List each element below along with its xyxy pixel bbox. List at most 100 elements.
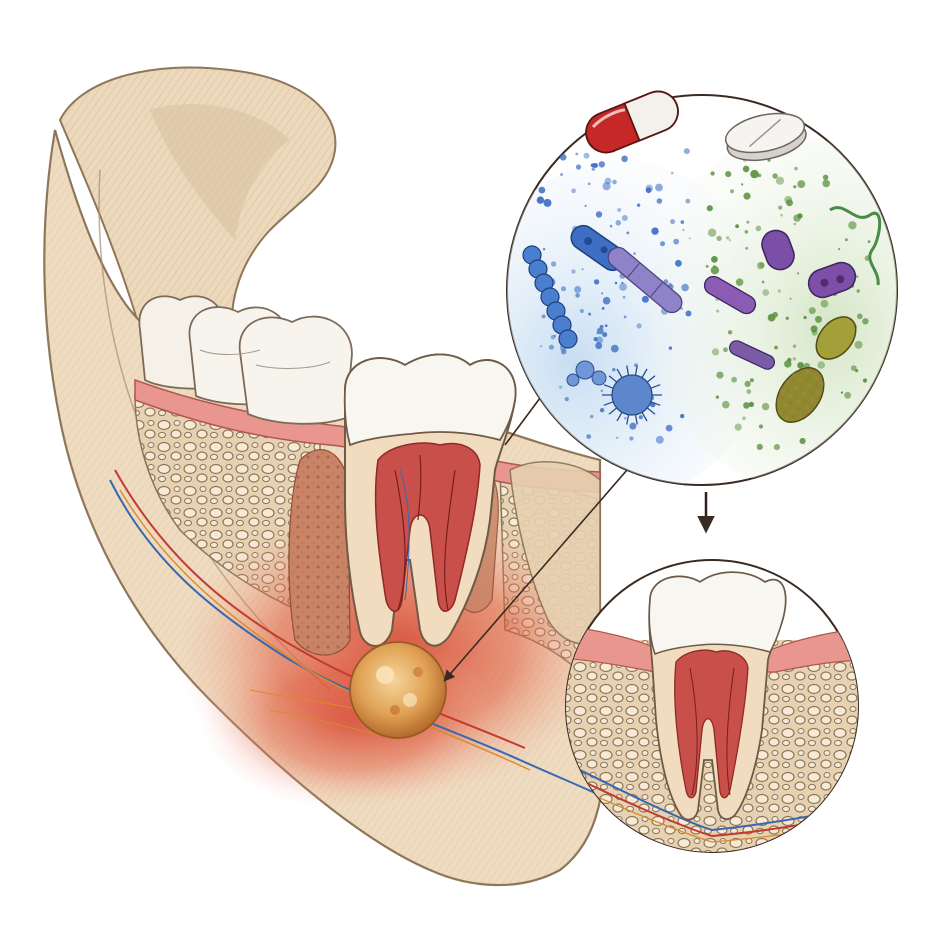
particle <box>543 198 552 207</box>
particle <box>683 148 690 155</box>
spike <box>650 384 661 389</box>
particle <box>656 198 663 204</box>
particle <box>536 196 545 204</box>
particle <box>726 236 730 240</box>
particle <box>622 295 626 299</box>
capsule-icon <box>585 90 679 154</box>
particle <box>856 289 860 293</box>
particle <box>588 312 592 316</box>
particle <box>735 224 739 229</box>
particle <box>822 179 830 188</box>
callout-arrow-abscess <box>443 454 641 682</box>
particle <box>589 414 594 419</box>
particle <box>614 281 618 285</box>
spike <box>646 375 656 383</box>
spike <box>616 368 623 379</box>
spike <box>626 414 630 425</box>
particle <box>808 307 816 315</box>
spike <box>634 365 638 376</box>
particle <box>773 444 781 451</box>
particle <box>623 315 627 319</box>
particle <box>854 340 863 349</box>
particle <box>862 318 869 325</box>
particle <box>774 345 778 350</box>
particle <box>750 169 759 179</box>
particle <box>772 173 778 179</box>
particle <box>602 296 611 305</box>
particle <box>584 204 587 207</box>
spike <box>608 375 618 383</box>
particle <box>602 182 611 191</box>
particle <box>755 225 762 232</box>
particle <box>615 220 622 226</box>
bacteria-icon <box>703 206 882 423</box>
particle <box>749 378 754 383</box>
particle <box>688 237 691 240</box>
particle <box>761 402 770 411</box>
bacteria-chain-blue <box>522 245 578 349</box>
particle <box>564 397 569 402</box>
particle <box>711 348 720 356</box>
particle <box>793 214 801 222</box>
particle <box>792 344 797 348</box>
particle <box>641 295 649 303</box>
particle <box>591 167 595 171</box>
particle <box>548 344 555 350</box>
particle <box>673 238 680 245</box>
particle <box>744 230 749 234</box>
particle <box>716 309 720 313</box>
particle <box>538 186 546 194</box>
particle <box>596 331 599 335</box>
particle <box>599 408 605 413</box>
particle <box>682 229 685 231</box>
particle <box>850 365 857 371</box>
particle <box>540 345 543 348</box>
spike <box>626 365 630 376</box>
particle <box>561 286 566 292</box>
spike <box>634 414 638 425</box>
particle <box>716 235 722 242</box>
particle <box>743 192 751 200</box>
particle <box>574 286 582 293</box>
particle <box>621 215 628 221</box>
particle <box>587 182 591 186</box>
particle <box>777 289 781 293</box>
particle <box>629 422 637 430</box>
particle <box>803 315 807 320</box>
particle <box>544 199 547 202</box>
particle <box>722 400 730 409</box>
particle <box>743 402 750 409</box>
particle <box>745 247 748 250</box>
particle <box>731 376 737 383</box>
particle <box>794 166 798 171</box>
particle <box>716 371 724 379</box>
particle <box>598 161 605 168</box>
particle <box>778 205 783 210</box>
particle <box>792 357 796 361</box>
particle <box>757 173 762 178</box>
particle <box>685 310 692 317</box>
particle <box>741 183 744 186</box>
particle <box>793 185 797 189</box>
spike <box>650 401 661 406</box>
spike <box>603 401 614 406</box>
particle <box>680 413 685 419</box>
particle <box>820 299 829 308</box>
particle <box>772 311 778 318</box>
particle <box>624 416 627 420</box>
spike <box>641 368 648 379</box>
particle <box>859 164 868 172</box>
particle <box>670 219 676 225</box>
particle <box>742 165 750 173</box>
particle <box>604 324 608 328</box>
particle <box>817 361 825 369</box>
particle <box>746 389 752 394</box>
particle <box>541 314 546 319</box>
particle <box>616 436 619 439</box>
particle <box>822 174 829 180</box>
particle <box>636 203 641 207</box>
particle <box>810 325 818 333</box>
particle <box>685 198 691 204</box>
